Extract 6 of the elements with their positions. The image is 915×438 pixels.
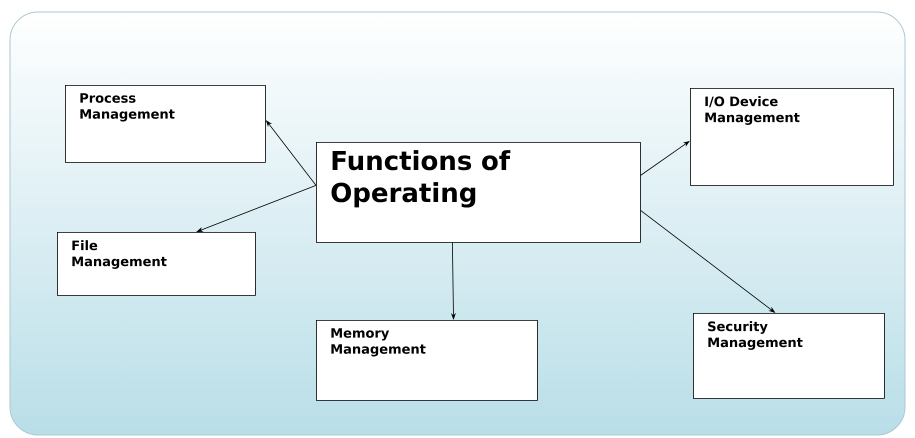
function-box: File Management (57, 232, 256, 296)
function-box: I/O Device Management (690, 88, 894, 186)
function-box: Process Management (65, 85, 266, 163)
function-box: Security Management (693, 312, 885, 399)
function-box: Memory Management (316, 320, 538, 401)
title-box: Functions of Operating (316, 142, 641, 243)
